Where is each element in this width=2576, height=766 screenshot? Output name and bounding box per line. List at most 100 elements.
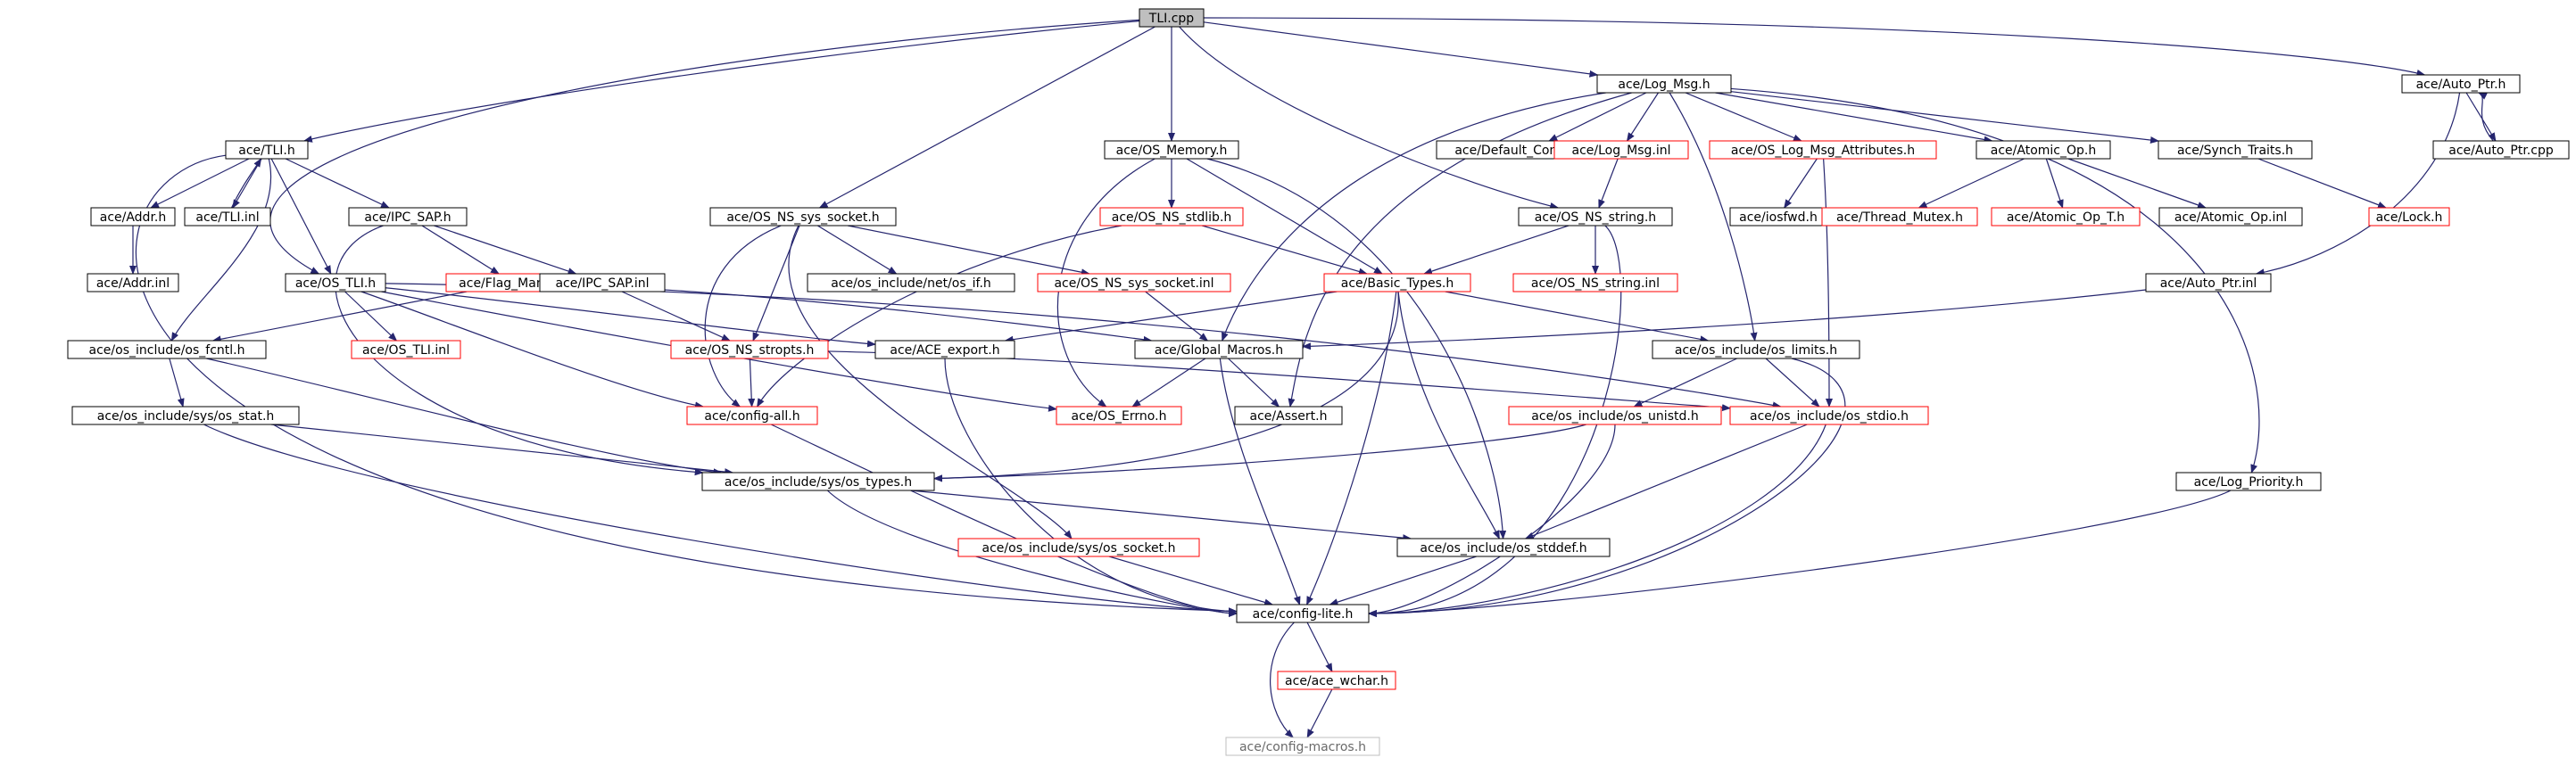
node-box[interactable] <box>1277 671 1396 690</box>
node-config_macros_h[interactable]: ace/config-macros.h <box>1225 737 1380 756</box>
node-box[interactable] <box>1821 207 1978 227</box>
node-assert_h[interactable]: ace/Assert.h <box>1234 406 1343 425</box>
node-os_net_if_h[interactable]: ace/os_include/net/os_if.h <box>807 273 1015 292</box>
node-box[interactable] <box>709 207 897 227</box>
node-box[interactable] <box>701 472 935 491</box>
node-box[interactable] <box>87 273 179 292</box>
node-box[interactable] <box>686 406 818 425</box>
node-box[interactable] <box>2158 207 2303 227</box>
node-os_tli_inl[interactable]: ace/OS_TLI.inl <box>351 340 461 359</box>
node-box[interactable] <box>2145 273 2272 292</box>
node-box[interactable] <box>348 207 468 227</box>
node-box[interactable] <box>1518 207 1673 227</box>
node-os_memory_h[interactable]: ace/OS_Memory.h <box>1104 140 1239 160</box>
node-box[interactable] <box>539 273 666 292</box>
node-os_tli_h[interactable]: ace/OS_TLI.h <box>285 273 386 292</box>
node-box[interactable] <box>1037 273 1231 292</box>
node-auto_ptr_inl[interactable]: ace/Auto_Ptr.inl <box>2145 273 2272 292</box>
node-config_all_h[interactable]: ace/config-all.h <box>686 406 818 425</box>
node-box[interactable] <box>2175 472 2322 491</box>
node-log_msg_h[interactable]: ace/Log_Msg.h <box>1596 74 1732 94</box>
node-box[interactable] <box>351 340 461 359</box>
edge-basic_types_h-to-config_lite_h <box>1306 291 1397 605</box>
node-box[interactable] <box>1709 140 1937 160</box>
node-os_sys_stat_h[interactable]: ace/os_include/sys/os_stat.h <box>71 406 300 425</box>
node-box[interactable] <box>1396 538 1611 557</box>
node-synch_traits_h[interactable]: ace/Synch_Traits.h <box>2158 140 2313 160</box>
node-box[interactable] <box>1508 406 1722 425</box>
node-os_stdio_h[interactable]: ace/os_include/os_stdio.h <box>1729 406 1929 425</box>
node-box[interactable] <box>1234 406 1343 425</box>
node-auto_ptr_cpp[interactable]: ace/Auto_Ptr.cpp <box>2432 140 2570 160</box>
edge-os_ns_sys_socket_h-to-os_ns_stropts_h <box>752 225 800 342</box>
node-tli_h[interactable]: ace/TLI.h <box>225 140 309 160</box>
node-atomic_op_t_h[interactable]: ace/Atomic_Op_T.h <box>1991 207 2141 227</box>
node-box[interactable] <box>1652 340 1860 359</box>
node-thread_mutex_h[interactable]: ace/Thread_Mutex.h <box>1821 207 1978 227</box>
node-lock_h[interactable]: ace/Lock.h <box>2368 207 2450 227</box>
node-os_sys_socket_h[interactable]: ace/os_include/sys/os_socket.h <box>957 538 1200 557</box>
node-box[interactable] <box>1056 406 1182 425</box>
node-os_ns_string_h[interactable]: ace/OS_NS_string.h <box>1518 207 1673 227</box>
node-box[interactable] <box>1975 140 2111 160</box>
node-os_stddef_h[interactable]: ace/os_include/os_stddef.h <box>1396 538 1611 557</box>
node-box[interactable] <box>2401 74 2521 94</box>
node-box[interactable] <box>2432 140 2570 160</box>
node-box[interactable] <box>1991 207 2141 227</box>
node-box[interactable] <box>2368 207 2450 227</box>
node-box[interactable] <box>1729 406 1929 425</box>
node-box[interactable] <box>1104 140 1239 160</box>
node-log_msg_inl[interactable]: ace/Log_Msg.inl <box>1553 140 1689 160</box>
node-box[interactable] <box>957 538 1200 557</box>
node-box[interactable] <box>1236 604 1370 623</box>
node-ipc_sap_h[interactable]: ace/IPC_SAP.h <box>348 207 468 227</box>
node-box[interactable] <box>90 207 176 227</box>
node-os_ns_string_inl[interactable]: ace/OS_NS_string.inl <box>1512 273 1678 292</box>
edge-os_limits_h-to-config_lite_h <box>1368 358 1846 617</box>
node-box[interactable] <box>1134 340 1304 359</box>
node-addr_inl[interactable]: ace/Addr.inl <box>87 273 179 292</box>
node-os_errno_h[interactable]: ace/OS_Errno.h <box>1056 406 1182 425</box>
node-box[interactable] <box>225 140 309 160</box>
edge-tli_h-to-os_fcntl_h <box>170 158 271 342</box>
node-os_fcntl_h[interactable]: ace/os_include/os_fcntl.h <box>67 340 267 359</box>
node-box[interactable] <box>184 207 271 227</box>
node-box[interactable] <box>1139 8 1205 28</box>
node-os_unistd_h[interactable]: ace/os_include/os_unistd.h <box>1508 406 1722 425</box>
node-box[interactable] <box>874 340 1015 359</box>
node-auto_ptr_h[interactable]: ace/Auto_Ptr.h <box>2401 74 2521 94</box>
node-atomic_op_inl[interactable]: ace/Atomic_Op.inl <box>2158 207 2303 227</box>
node-ace_wchar_h[interactable]: ace/ace_wchar.h <box>1277 671 1396 690</box>
node-ace_export_h[interactable]: ace/ACE_export.h <box>874 340 1015 359</box>
node-os_ns_stropts_h[interactable]: ace/OS_NS_stropts.h <box>670 340 829 359</box>
node-os_limits_h[interactable]: ace/os_include/os_limits.h <box>1652 340 1860 359</box>
node-os_ns_stdlib_h[interactable]: ace/OS_NS_stdlib.h <box>1099 207 1244 227</box>
node-box[interactable] <box>71 406 300 425</box>
node-os_sys_types_h[interactable]: ace/os_include/sys/os_types.h <box>701 472 935 491</box>
node-config_lite_h[interactable]: ace/config-lite.h <box>1236 604 1370 623</box>
node-box[interactable] <box>1553 140 1689 160</box>
node-box[interactable] <box>1225 737 1380 756</box>
node-os_ns_sys_socket_inl[interactable]: ace/OS_NS_sys_socket.inl <box>1037 273 1231 292</box>
node-box[interactable] <box>1596 74 1732 94</box>
node-box[interactable] <box>285 273 386 292</box>
node-iosfwd_h[interactable]: ace/iosfwd.h <box>1729 207 1827 227</box>
node-box[interactable] <box>67 340 267 359</box>
node-box[interactable] <box>807 273 1015 292</box>
node-os_log_msg_attr_h[interactable]: ace/OS_Log_Msg_Attributes.h <box>1709 140 1937 160</box>
edge-os_tli_h-to-config_all_h <box>360 291 704 409</box>
node-tli_cpp[interactable]: TLI.cpp <box>1139 8 1205 28</box>
node-box[interactable] <box>670 340 829 359</box>
node-ipc_sap_inl[interactable]: ace/IPC_SAP.inl <box>539 273 666 292</box>
node-addr_h[interactable]: ace/Addr.h <box>90 207 176 227</box>
node-box[interactable] <box>1512 273 1678 292</box>
node-box[interactable] <box>1323 273 1471 292</box>
node-tli_inl[interactable]: ace/TLI.inl <box>184 207 271 227</box>
node-global_macros_h[interactable]: ace/Global_Macros.h <box>1134 340 1304 359</box>
node-box[interactable] <box>2158 140 2313 160</box>
node-log_priority_h[interactable]: ace/Log_Priority.h <box>2175 472 2322 491</box>
node-basic_types_h[interactable]: ace/Basic_Types.h <box>1323 273 1471 292</box>
node-os_ns_sys_socket_h[interactable]: ace/OS_NS_sys_socket.h <box>709 207 897 227</box>
node-box[interactable] <box>1099 207 1244 227</box>
node-atomic_op_h[interactable]: ace/Atomic_Op.h <box>1975 140 2111 160</box>
